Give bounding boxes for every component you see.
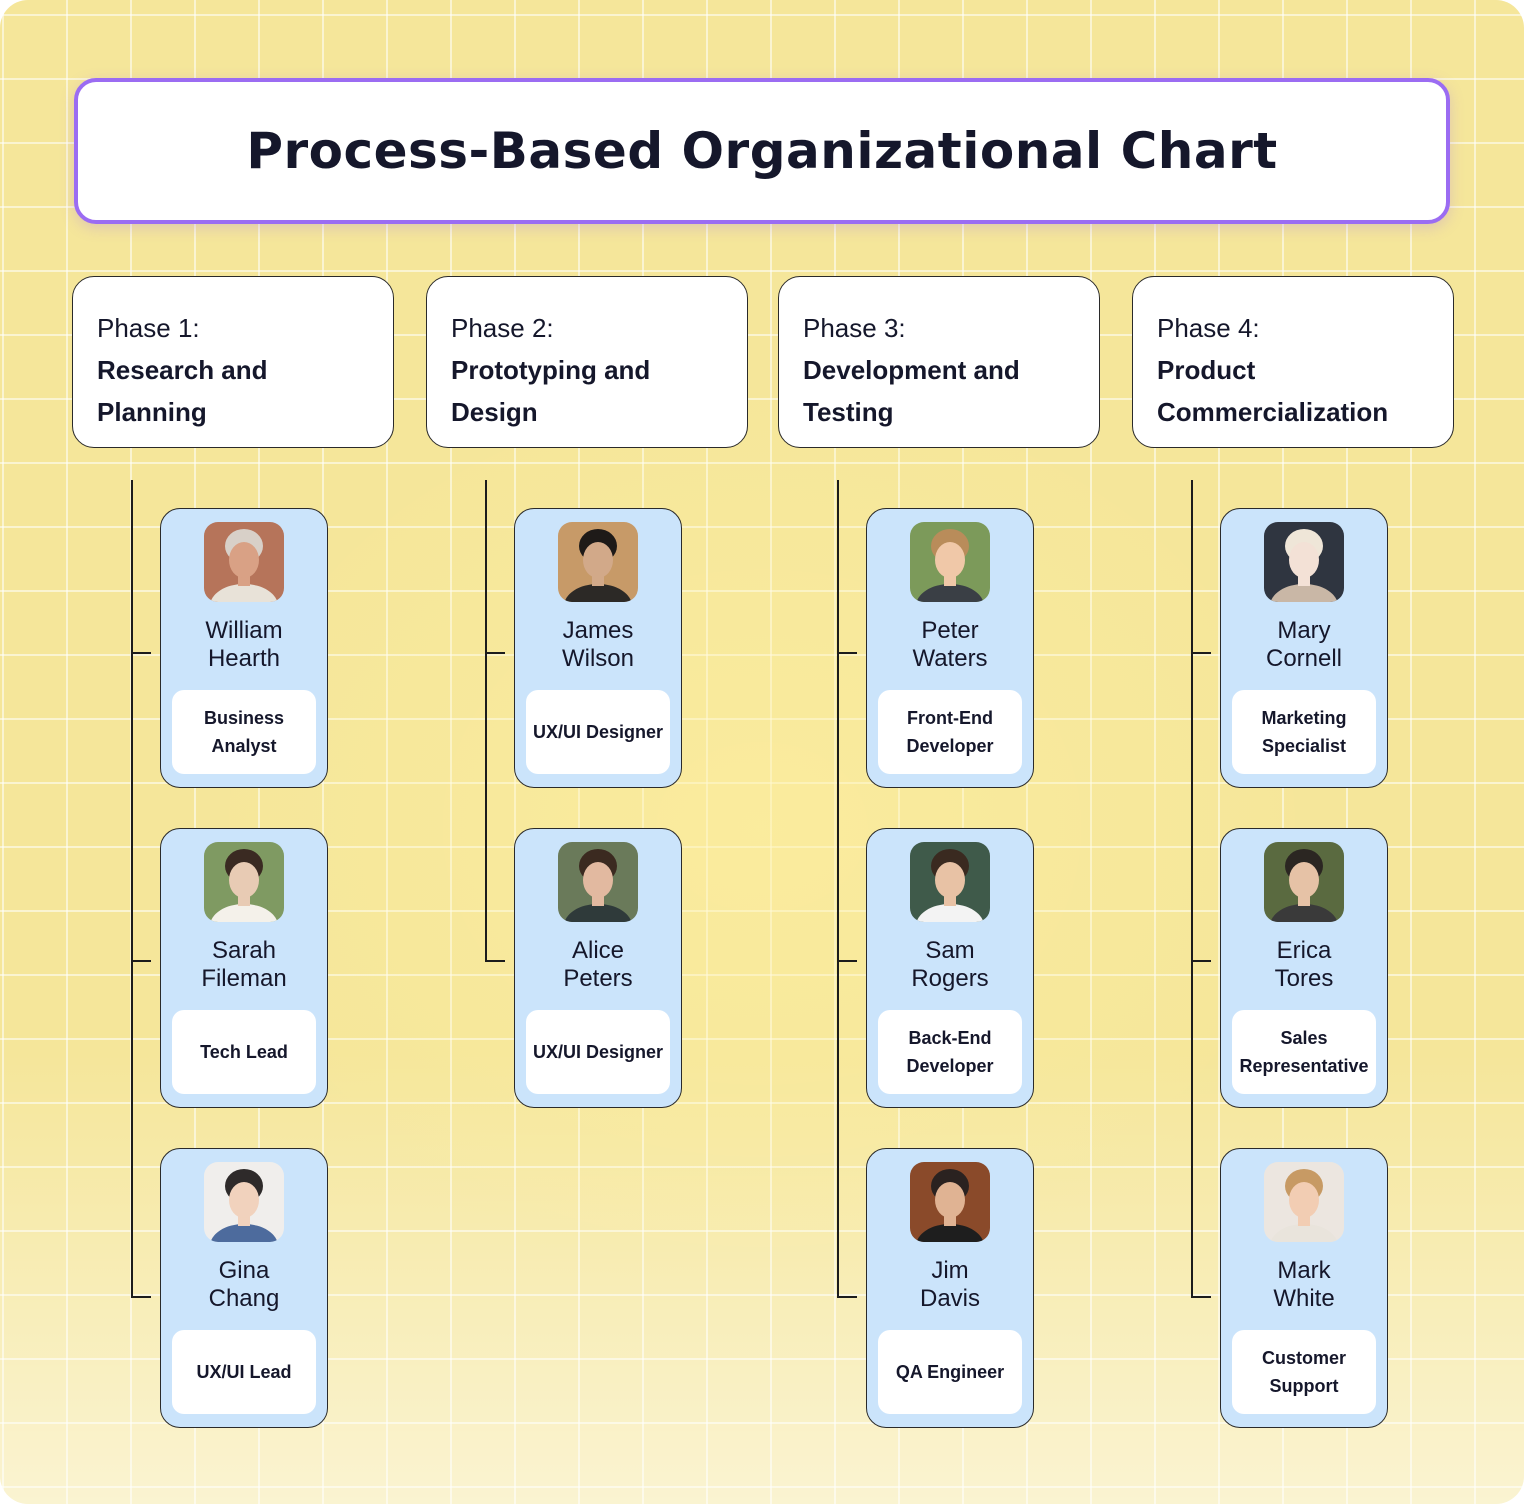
member-role: Customer Support — [1232, 1330, 1376, 1414]
member-last-name: Hearth — [161, 645, 327, 673]
member-connector-line — [837, 1296, 857, 1298]
member-connector-line — [131, 652, 151, 654]
phase-connector-line — [485, 480, 487, 962]
member-last-name: Rogers — [867, 965, 1033, 993]
phase-connector-line — [1191, 480, 1193, 1298]
member-role: UX/UI Designer — [526, 1010, 670, 1094]
title-box: Process-Based Organizational Chart — [74, 78, 1450, 224]
member-first-name: Mark — [1221, 1257, 1387, 1285]
chart-title: Process-Based Organizational Chart — [246, 122, 1277, 180]
avatar-william-hearth — [204, 522, 284, 602]
phase-box-2: Phase 2:Prototyping and Design — [426, 276, 748, 448]
member-connector-line — [1191, 960, 1211, 962]
avatar-mark-white — [1264, 1162, 1344, 1242]
member-last-name: Fileman — [161, 965, 327, 993]
avatar-sam-rogers — [910, 842, 990, 922]
phase-number: Phase 1: — [97, 307, 369, 349]
member-first-name: William — [161, 617, 327, 645]
phase-box-3: Phase 3:Development and Testing — [778, 276, 1100, 448]
phase-number: Phase 2: — [451, 307, 723, 349]
member-connector-line — [485, 652, 505, 654]
phase-connector-line — [837, 480, 839, 1298]
member-first-name: Sam — [867, 937, 1033, 965]
member-last-name: Cornell — [1221, 645, 1387, 673]
phase-name: Prototyping and Design — [451, 349, 723, 433]
avatar-erica-tores — [1264, 842, 1344, 922]
member-last-name: Davis — [867, 1285, 1033, 1313]
member-first-name: Alice — [515, 937, 681, 965]
phase-number: Phase 4: — [1157, 307, 1429, 349]
phase-connector-line — [131, 480, 133, 1298]
avatar-jim-davis — [910, 1162, 990, 1242]
avatar-james-wilson — [558, 522, 638, 602]
member-last-name: Waters — [867, 645, 1033, 673]
member-last-name: Wilson — [515, 645, 681, 673]
avatar-alice-peters — [558, 842, 638, 922]
phase-box-4: Phase 4:Product Commercialization — [1132, 276, 1454, 448]
phase-name: Product Commercialization — [1157, 349, 1429, 433]
member-connector-line — [1191, 652, 1211, 654]
avatar-peter-waters — [910, 522, 990, 602]
member-first-name: Peter — [867, 617, 1033, 645]
member-connector-line — [485, 960, 505, 962]
phase-number: Phase 3: — [803, 307, 1075, 349]
member-role: QA Engineer — [878, 1330, 1022, 1414]
member-last-name: Peters — [515, 965, 681, 993]
member-role: Tech Lead — [172, 1010, 316, 1094]
member-role: Back-End Developer — [878, 1010, 1022, 1094]
member-connector-line — [837, 652, 857, 654]
avatar-mary-cornell — [1264, 522, 1344, 602]
member-connector-line — [131, 960, 151, 962]
member-last-name: Chang — [161, 1285, 327, 1313]
member-connector-line — [131, 1296, 151, 1298]
member-role: UX/UI Designer — [526, 690, 670, 774]
member-connector-line — [1191, 1296, 1211, 1298]
member-role: Sales Representative — [1232, 1010, 1376, 1094]
member-first-name: Sarah — [161, 937, 327, 965]
member-first-name: Gina — [161, 1257, 327, 1285]
member-connector-line — [837, 960, 857, 962]
member-role: Marketing Specialist — [1232, 690, 1376, 774]
member-first-name: Jim — [867, 1257, 1033, 1285]
member-role: UX/UI Lead — [172, 1330, 316, 1414]
member-first-name: James — [515, 617, 681, 645]
member-first-name: Erica — [1221, 937, 1387, 965]
phase-name: Research and Planning — [97, 349, 369, 433]
member-first-name: Mary — [1221, 617, 1387, 645]
phase-box-1: Phase 1:Research and Planning — [72, 276, 394, 448]
avatar-gina-chang — [204, 1162, 284, 1242]
member-role: Front-End Developer — [878, 690, 1022, 774]
member-role: Business Analyst — [172, 690, 316, 774]
avatar-sarah-fileman — [204, 842, 284, 922]
member-last-name: Tores — [1221, 965, 1387, 993]
phase-name: Development and Testing — [803, 349, 1075, 433]
member-last-name: White — [1221, 1285, 1387, 1313]
